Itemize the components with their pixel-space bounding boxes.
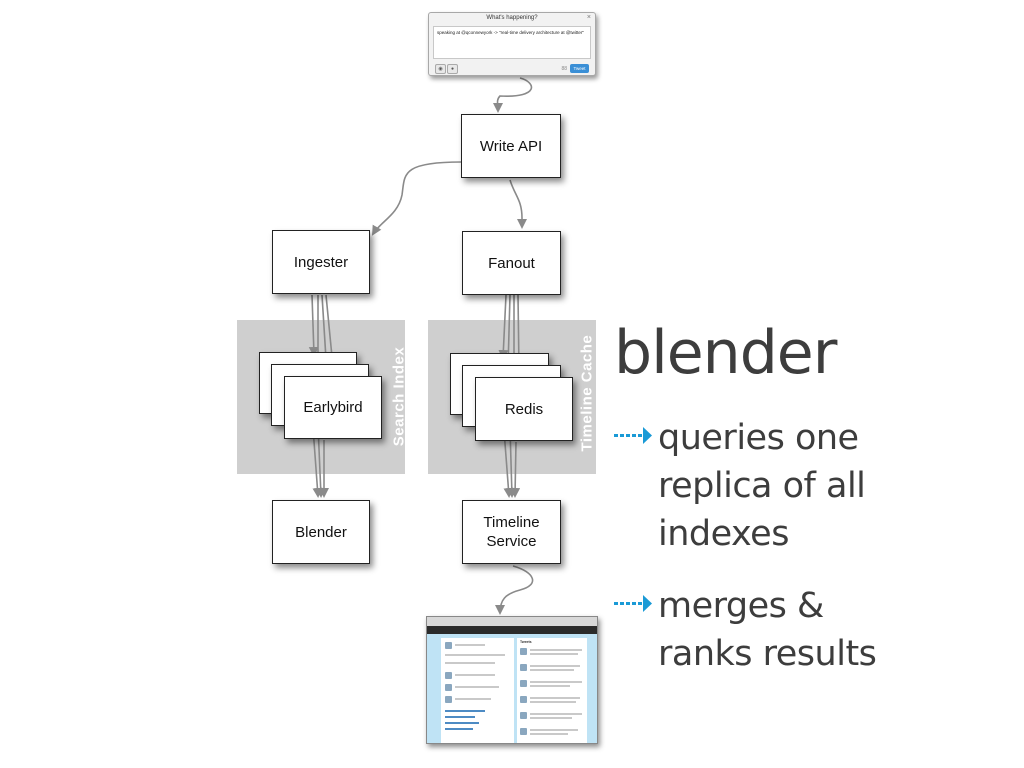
avatar [445, 672, 452, 679]
avatar [445, 696, 452, 703]
earlybird-node: Earlybird [284, 376, 382, 439]
dialog-title: What's happening? [486, 15, 538, 21]
avatar [445, 642, 452, 649]
bullet-merges: merges & ranks results [658, 586, 877, 674]
avatar [520, 680, 527, 687]
slide-heading: blender [614, 318, 837, 388]
close-icon[interactable]: × [586, 14, 591, 21]
tweet-compose-dialog: What's happening? × speaking at @qconnew… [428, 12, 596, 76]
avatar [520, 712, 527, 719]
arrow-timelineservice-to-screenshot [495, 565, 534, 615]
avatar [445, 684, 452, 691]
tweet-textarea[interactable]: speaking at @qconnewyork -> "real-time d… [433, 26, 591, 59]
bullet-queries: queries one replica of all indexes [658, 418, 866, 554]
ingester-node: Ingester [272, 230, 370, 294]
arrow-writeapi-to-ingester [371, 161, 462, 236]
top-navigation-bar [427, 626, 597, 634]
camera-icon[interactable]: ◉ [435, 64, 446, 74]
arrow-writeapi-to-fanout [509, 179, 527, 229]
profile-sidebar [441, 638, 514, 743]
blender-node: Blender [272, 500, 370, 564]
avatar [520, 664, 527, 671]
timeline-service-node: Timeline Service [462, 500, 561, 564]
tweets-heading: Tweets [520, 640, 532, 644]
avatar [520, 696, 527, 703]
redis-node: Redis [475, 377, 573, 441]
dotted-arrow-icon [614, 427, 652, 444]
avatar [520, 728, 527, 735]
avatar [520, 648, 527, 655]
arrow-dialog-to-writeapi [492, 77, 533, 113]
tweets-stream: Tweets [517, 638, 587, 743]
tweet-button[interactable]: Tweet [570, 64, 589, 73]
write-api-node: Write API [461, 114, 561, 178]
timeline-screenshot: Tweets [426, 616, 598, 744]
character-count: 88 [561, 66, 567, 72]
dotted-arrow-icon [614, 595, 652, 612]
location-pin-icon[interactable]: ● [447, 64, 458, 74]
fanout-node: Fanout [462, 231, 561, 295]
